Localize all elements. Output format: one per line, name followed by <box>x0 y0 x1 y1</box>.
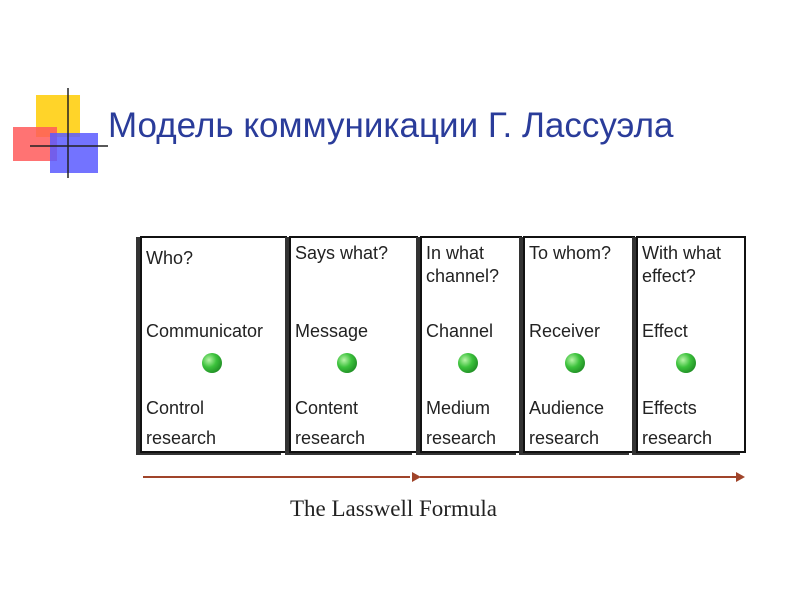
green-dot-icon <box>337 353 357 373</box>
slide-title: Модель коммуникации Г. Лассуэла <box>108 106 674 145</box>
stage-box-says-what: Says what? Message Content research <box>289 236 418 453</box>
stage-box-who: Who? Communicator Control research <box>140 236 287 453</box>
green-dot-icon <box>676 353 696 373</box>
stage-question: Who? <box>146 248 194 268</box>
stage-research: Content research <box>295 398 366 448</box>
stage-question: With what effect? <box>642 243 722 286</box>
green-dot-icon <box>202 353 222 373</box>
stage-role: Channel <box>426 321 494 341</box>
stage-research: Effects research <box>642 398 713 448</box>
diagram-caption: The Lasswell Formula <box>290 496 497 521</box>
arrow-head-right <box>736 472 745 482</box>
stage-question: Says what? <box>295 243 389 263</box>
stage-box-channel: In what channel? Channel Medium research <box>420 236 522 453</box>
green-dot-icon <box>565 353 585 373</box>
green-dot-icon <box>458 353 478 373</box>
stage-question: To whom? <box>529 243 612 263</box>
stage-research: Audience research <box>529 398 605 448</box>
stage-research: Medium research <box>426 398 497 448</box>
stage-question: In what channel? <box>426 243 500 286</box>
stage-research: Control research <box>146 398 217 448</box>
arrow-head-left <box>412 472 421 482</box>
stage-box-effect: With what effect? Effect Effects researc… <box>636 236 746 453</box>
stage-role: Message <box>295 321 369 341</box>
stage-role: Effect <box>642 321 688 341</box>
stage-role: Receiver <box>529 321 601 341</box>
stage-role: Communicator <box>146 321 264 341</box>
stage-box-to-whom: To whom? Receiver Audience research <box>523 236 635 453</box>
